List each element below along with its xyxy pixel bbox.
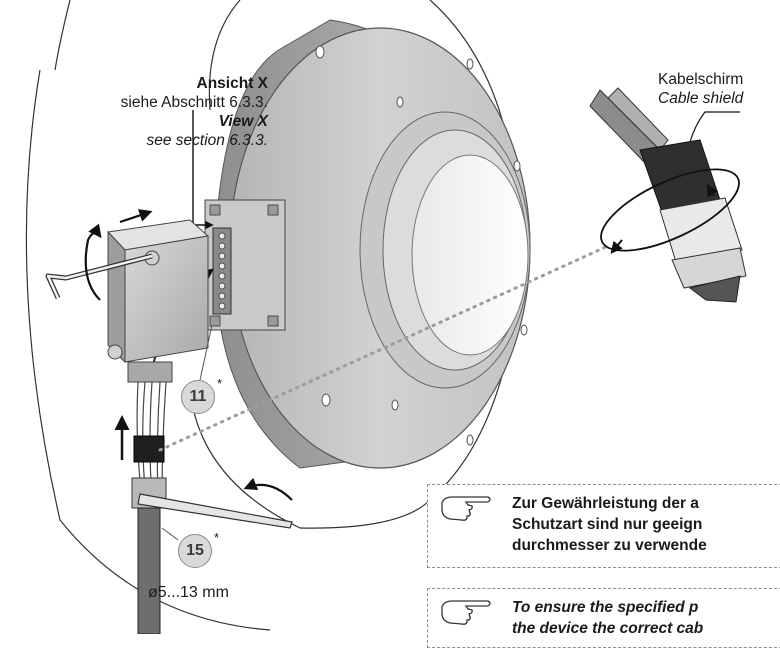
cable-jacket (137, 507, 161, 634)
cover-screw (107, 344, 123, 360)
view-x-title-de: Ansicht X (196, 75, 268, 92)
terminal-block (212, 227, 232, 315)
note-de-text: Zur Gewährleistung der a Schutzart sind … (512, 493, 707, 556)
shield-leader (689, 111, 740, 143)
callout-15: 15 (178, 534, 212, 568)
view-x-text-en: see section 6.3.3. (146, 132, 269, 149)
view-outline-arc (54, 0, 71, 71)
callout-15-leader (161, 527, 179, 541)
note-en-line: the device the correct cab (512, 620, 704, 637)
note-en-text: To ensure the specified p the device the… (512, 597, 703, 639)
cable-diameter-label: ø5...13 mm (148, 584, 229, 601)
callout-11-leader (199, 324, 213, 381)
callout-11: 11 (181, 380, 215, 414)
note-de-line: durchmesser zu verwende (512, 537, 707, 554)
note-de-line: Schutzart sind nur geeign (512, 516, 703, 533)
detail-link-dotted (158, 243, 612, 452)
assembly-illustration (25, 0, 747, 634)
note-en: To ensure the specified p the device the… (427, 588, 780, 648)
note-de: Zur Gewährleistung der a Schutzart sind … (427, 484, 780, 568)
rotation-arrow-icon (84, 223, 102, 301)
hex-key-tool-inner (46, 254, 153, 299)
pointing-hand-icon (441, 496, 491, 521)
callout-15-asterisk: * (214, 530, 220, 545)
cable-gland-nut (133, 435, 165, 463)
direction-arrow-icon (610, 239, 623, 254)
wrench-tool (137, 493, 293, 529)
pointing-hand-icon (441, 600, 491, 625)
direction-arrow-icon (706, 183, 719, 198)
terminal-screws (218, 232, 226, 310)
view-x-title-en: View X (218, 113, 268, 130)
note-de-line: Zur Gewährleistung der a (512, 495, 699, 512)
callout-11-asterisk: * (217, 376, 223, 391)
direction-arrow-icon (119, 209, 153, 224)
rotation-arrow-icon (600, 168, 740, 252)
plate-screws (209, 204, 279, 327)
cable-shield-detail (589, 87, 747, 303)
cable-shield-label: Kabelschirm Cable shield (658, 70, 743, 108)
view-outline-arc (25, 69, 271, 631)
view-x-text-de: siehe Abschnitt 6.3.3. (120, 94, 268, 111)
view-outline-arc (189, 389, 431, 529)
cable-shield-de: Kabelschirm (658, 71, 744, 88)
cover-side (124, 235, 209, 363)
cable-shield-en: Cable shield (658, 90, 744, 107)
cover-gland (127, 361, 173, 383)
view-x-label: Ansicht X siehe Abschnitt 6.3.3. View X … (0, 74, 268, 150)
view-outline-arc (208, 0, 241, 111)
cover-front (107, 230, 126, 364)
rotation-arrow-icon (243, 477, 293, 501)
mounting-holes (315, 45, 528, 446)
ring-bore (411, 154, 529, 356)
note-en-line: To ensure the specified p (512, 599, 699, 616)
